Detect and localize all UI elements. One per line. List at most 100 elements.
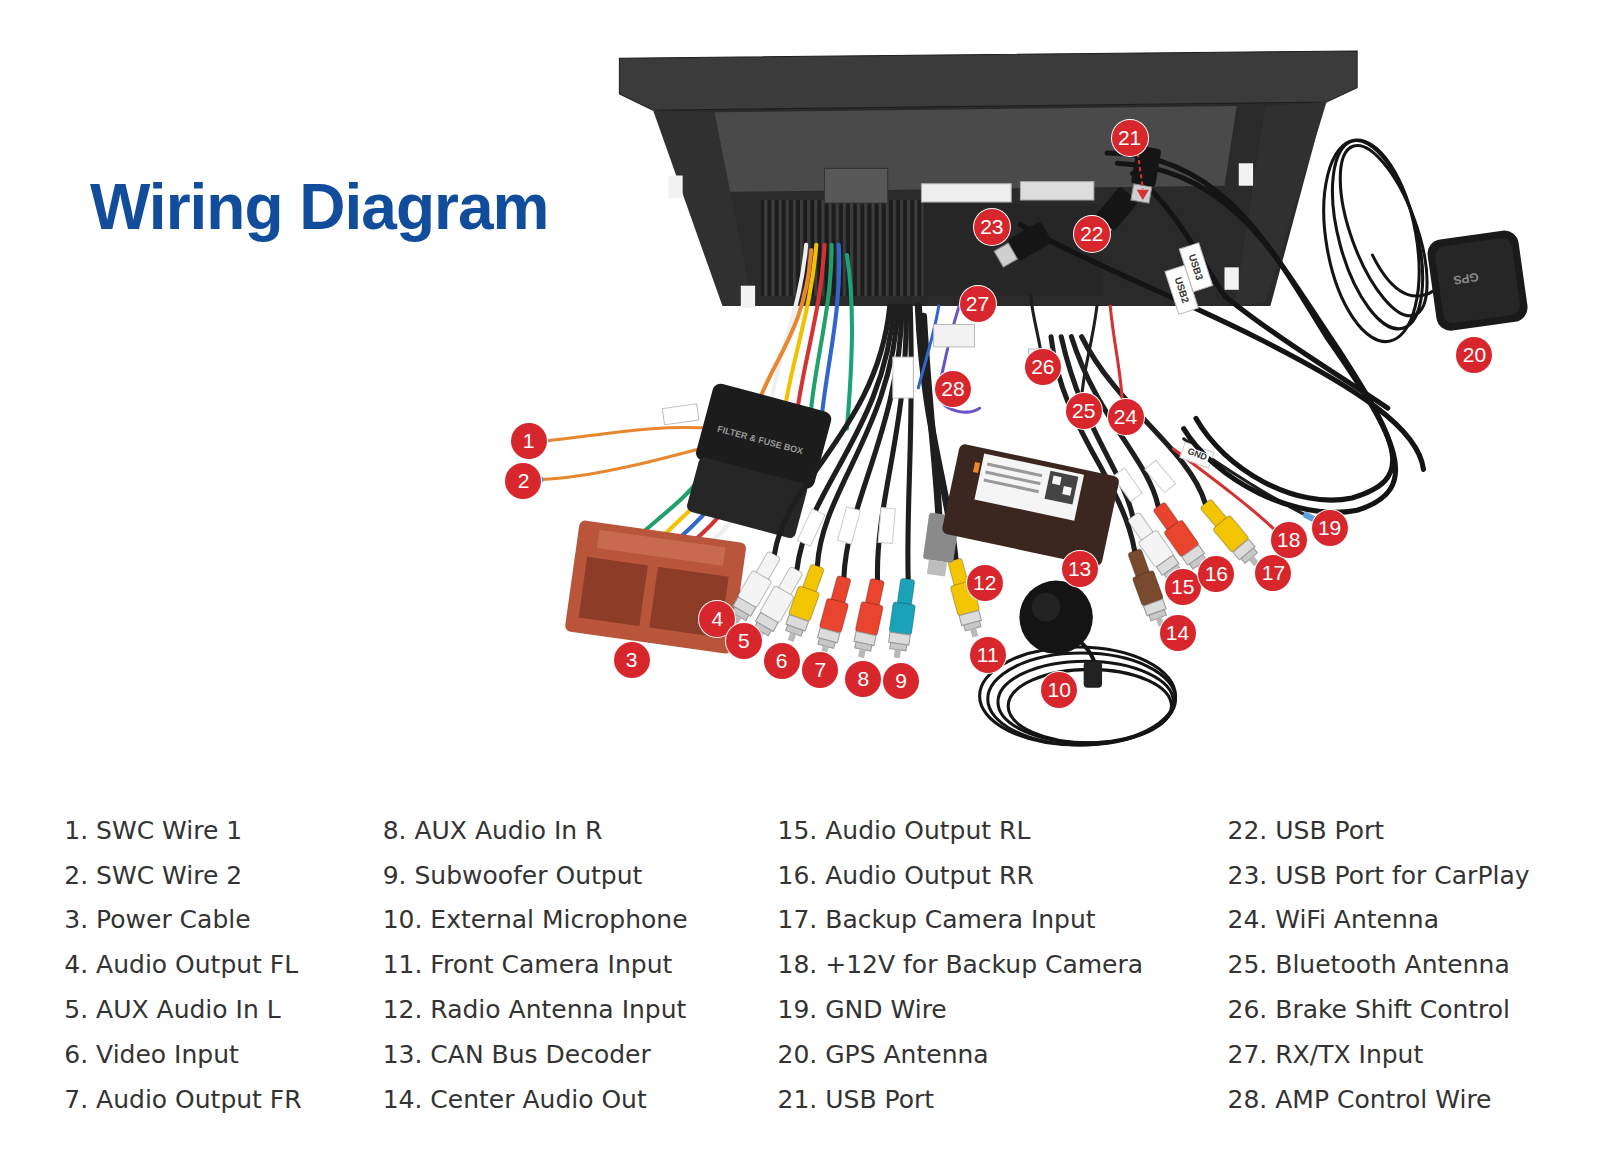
callout-number: 26 — [1025, 349, 1061, 385]
swc-wire — [541, 445, 714, 480]
swc-wire — [546, 427, 714, 440]
callout-number: 9 — [883, 663, 919, 699]
callout-number: 16 — [1198, 556, 1234, 592]
usb-cable — [1133, 173, 1388, 408]
callout-number: 22 — [1074, 216, 1110, 252]
callout-number: 19 — [1312, 510, 1348, 546]
key-entry: 10. External Microphone — [383, 904, 688, 936]
qr-code — [1052, 476, 1062, 486]
callout-number: 28 — [935, 371, 971, 407]
key-entry: 23. USB Port for CarPlay — [1228, 860, 1530, 892]
callout-number: 14 — [1160, 615, 1196, 651]
power-connector — [564, 520, 746, 655]
key-entry: 6. Video Input — [64, 1039, 239, 1071]
part-text: FILTER & FUSE BOX — [714, 424, 806, 457]
unit-bracket — [1235, 102, 1327, 306]
heatsink — [760, 200, 923, 296]
key-entry: 8. AUX Audio In R — [383, 815, 603, 847]
part-text: GPS — [1451, 269, 1482, 286]
antenna-plug-tip — [927, 560, 947, 577]
wire — [811, 245, 831, 408]
key-entry: 24. WiFi Antenna — [1228, 904, 1439, 936]
brake-wire — [1031, 296, 1041, 352]
callout-number: 20 — [1456, 337, 1492, 373]
mic-cable-coil — [988, 653, 1176, 745]
sticker-line — [983, 479, 1039, 494]
wire — [847, 255, 852, 428]
part-text: USB2 — [1172, 273, 1192, 306]
gps-top — [1434, 237, 1522, 325]
callout-number: 17 — [1255, 555, 1291, 591]
part-text: USB3 — [1186, 251, 1206, 284]
mic-clip — [1084, 661, 1102, 688]
connector-latch — [597, 530, 726, 566]
pointer-dash — [1138, 153, 1143, 189]
mic-cable-coil — [998, 661, 1174, 743]
callout-number: 8 — [845, 661, 881, 697]
wire-tag — [662, 404, 699, 425]
decoder-box — [941, 443, 1120, 567]
small-wires — [918, 296, 1318, 543]
key-entry: 18. +12V for Backup Camera — [778, 949, 1144, 981]
key-entry: 26. Brake Shift Control — [1228, 994, 1511, 1026]
rca-plug-teal — [886, 577, 919, 659]
unit-bracket — [653, 110, 753, 306]
mount-clip — [668, 176, 682, 198]
connector-slot — [579, 557, 648, 626]
callout-number: 13 — [1062, 551, 1098, 587]
key-entry: 7. Audio Output FR — [64, 1084, 301, 1116]
key-entry: 20. GPS Antenna — [778, 1039, 989, 1071]
callout-number: 11 — [970, 637, 1006, 673]
unit-plate — [714, 106, 1236, 192]
callout-number: 3 — [614, 642, 650, 678]
small-connector — [934, 324, 975, 346]
wire-tag — [878, 508, 895, 544]
key-entry: 28. AMP Control Wire — [1228, 1084, 1492, 1116]
mic-foam — [1019, 581, 1092, 654]
unit-grill — [923, 204, 1102, 296]
callout-number: 27 — [960, 286, 996, 322]
key-entry: 3. Power Cable — [64, 904, 250, 936]
key-entry: 12. Radio Antenna Input — [383, 994, 687, 1026]
white-connector — [921, 184, 1011, 202]
key-entry: 13. CAN Bus Decoder — [383, 1039, 651, 1071]
box-bottom — [686, 456, 809, 539]
wire-tag — [838, 507, 861, 544]
callout-number: 7 — [802, 652, 838, 688]
gps-body — [1426, 229, 1530, 333]
key-entry: 9. Subwoofer Output — [383, 860, 643, 892]
gps-cable-coil — [1309, 133, 1433, 350]
callout-number: 12 — [967, 565, 1003, 601]
callout-number: 10 — [1041, 672, 1077, 708]
usb-cable — [1020, 224, 1423, 469]
callout-number: 5 — [726, 623, 762, 659]
callout-number: 23 — [974, 209, 1010, 245]
mic-foam-shade — [1032, 593, 1061, 622]
key-entry: 16. Audio Output RR — [778, 860, 1034, 892]
pointer-arrowhead — [1137, 190, 1149, 200]
wire — [822, 245, 839, 410]
wire-tag — [797, 509, 825, 546]
cable — [908, 306, 912, 578]
cable — [774, 306, 889, 554]
key-entry: 25. Bluetooth Antenna — [1228, 949, 1510, 981]
white-connector — [1020, 182, 1093, 200]
rca-plug-red — [850, 577, 889, 660]
unit-bezel — [619, 51, 1357, 110]
callout-number: 21 — [1112, 120, 1148, 156]
key-entry: 2. SWC Wire 2 — [64, 860, 242, 892]
callout-number: 18 — [1271, 522, 1307, 558]
microphone — [980, 581, 1176, 745]
mic-cable-coil — [980, 647, 1176, 745]
usb-cable — [1117, 163, 1392, 500]
key-entry: 14. Center Audio Out — [383, 1084, 647, 1116]
can-decoder — [941, 443, 1120, 567]
callout-number: 24 — [1108, 399, 1144, 435]
bt-antenna-wire — [1082, 306, 1097, 398]
callout-number: 2 — [505, 463, 541, 499]
key-entry: 15. Audio Output RL — [778, 815, 1031, 847]
callout-number: 25 — [1066, 393, 1102, 429]
key-entry: 17. Backup Camera Input — [778, 904, 1096, 936]
